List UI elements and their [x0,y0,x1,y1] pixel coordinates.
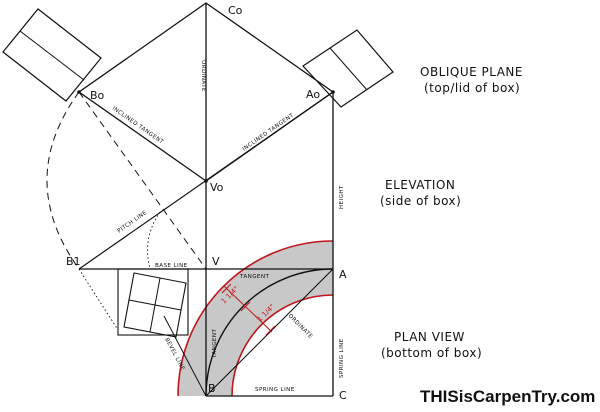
label-pitch-line: PITCH LINE [117,210,149,235]
label-b1: B1 [66,255,81,268]
grid-line-2 [128,299,182,311]
dotted-arc [147,211,161,270]
bevel-rectangle [117,268,189,336]
label-inclined-tangent-left: INCLINED TANGENT [111,106,165,146]
elevation-subtitle: (side of box) [380,194,461,208]
dotted-line [78,268,119,331]
label-bevel-line: BEVEL LINE [163,337,185,372]
label-spring-line-vertical: SPRING LINE [339,338,345,378]
label-b: B [208,382,216,395]
label-spring-line-horizontal: SPRING LINE [255,387,295,393]
label-vo: Vo [210,181,224,194]
dashed-line-bo-v [78,91,207,270]
red-tick-3 [265,325,276,336]
dashed-arc-bo-b1 [46,91,80,270]
label-a: A [339,268,347,281]
plan-ordinate-diagonal [205,268,334,397]
left-wing-divider [19,30,85,81]
right-wing-divider [329,47,368,91]
oblique-plane-title: OBLIQUE PLANE [420,65,523,79]
label-inclined-tangent-right: INCLINED TANGENT [242,113,296,153]
inner-red-arc [231,294,334,397]
label-ao: Ao [306,88,320,101]
left-wing-box [2,8,102,102]
red-tick-1 [221,283,232,294]
label-co: Co [228,4,243,17]
label-bo: Bo [90,89,105,102]
elevation-title: ELEVATION [385,178,455,192]
label-tangent-horizontal: TANGENT [239,274,269,280]
label-tangent-vertical: TANGENT [212,329,218,359]
red-dim-line [223,285,273,333]
outer-red-arc [177,240,334,397]
dot-ao [331,90,335,94]
oblique-plane-subtitle: (top/lid of box) [424,81,520,95]
brand-watermark: THISisCarpenTry.com [420,387,595,406]
label-v: V [212,255,220,268]
plan-view-title: PLAN VIEW [394,330,465,344]
dot-vo [204,179,208,183]
bevel-line [163,315,207,397]
dot-bo [77,90,81,94]
plan-shaded-band [178,241,333,396]
label-ordinate-plan: ORDINATE [287,313,314,340]
center-arc [205,268,334,397]
right-wing-box [302,29,394,108]
tilted-grid-square [123,272,187,338]
label-height: HEIGHT [339,185,345,209]
label-base-line: BASE LINE [155,263,188,269]
label-ordinate-top: ORDINATE [200,60,206,92]
plan-view-subtitle: (bottom of box) [381,346,482,360]
label-c: C [339,389,347,402]
red-tick-2 [240,301,251,312]
